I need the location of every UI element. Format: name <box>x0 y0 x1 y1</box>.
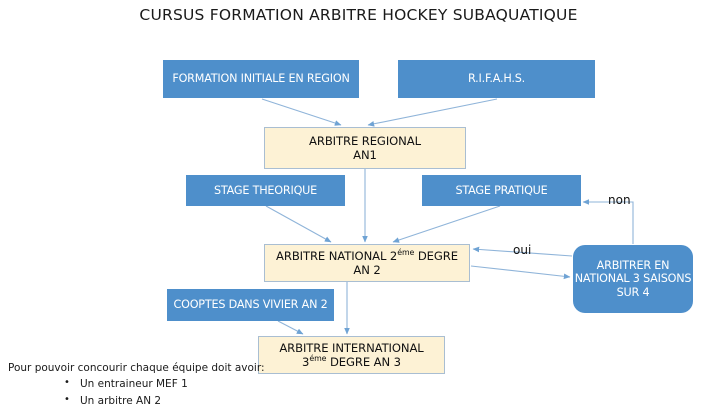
edge-label-oui: oui <box>513 243 532 257</box>
page-title: CURSUS FORMATION ARBITRE HOCKEY SUBAQUAT… <box>139 6 578 24</box>
node-arbitre-international-line2-b: DEGRE AN 3 <box>326 355 401 369</box>
edge-saisons-to-pratique-non <box>582 199 634 244</box>
node-cooptes-vivier[interactable]: COOPTES DANS VIVIER AN 2 <box>167 289 334 321</box>
node-formation-initiale[interactable]: FORMATION INITIALE EN REGION <box>163 60 359 98</box>
node-arbitrer-line2: NATIONAL 3 SAISONS <box>574 272 692 286</box>
node-arbitre-international-superscript: éme <box>309 354 327 364</box>
node-arbitre-international-line2: 3éme DEGRE AN 3 <box>302 355 401 369</box>
node-formation-initiale-label: FORMATION INITIALE EN REGION <box>172 72 350 86</box>
edge-pratique-to-national <box>392 205 501 243</box>
node-arbitre-international[interactable]: ARBITRE INTERNATIONAL 3éme DEGRE AN 3 <box>258 336 445 374</box>
node-arbitre-national-superscript: éme <box>397 248 415 257</box>
node-arbitrer-national-3-saisons[interactable]: ARBITRER EN NATIONAL 3 SAISONS SUR 4 <box>573 245 693 313</box>
edge-national-to-saisons-oui <box>470 265 571 280</box>
node-arbitre-regional[interactable]: ARBITRE REGIONAL AN1 <box>264 127 466 169</box>
footnote-block: Pour pouvoir concourir chaque équipe doi… <box>8 362 308 411</box>
node-arbitre-national-line2: AN 2 <box>353 263 381 277</box>
node-arbitre-national-line1-a: ARBITRE NATIONAL 2 <box>276 248 398 263</box>
edge-theorique-to-national <box>265 205 332 243</box>
edge-formation-to-regional <box>261 98 342 126</box>
node-arbitrer-line1: ARBITRER EN <box>596 258 670 272</box>
footnote-list: Un entraineur MEF 1 Un arbitre AN 2 <box>8 375 308 411</box>
footnote-item: Un entraineur MEF 1 <box>8 375 308 393</box>
node-rifahs[interactable]: R.I.F.A.H.S. <box>398 60 595 98</box>
node-arbitre-international-line2-a: 3 <box>302 355 310 369</box>
footnote-intro: Pour pouvoir concourir chaque équipe doi… <box>8 362 265 374</box>
footnote-item: Un arbitre AN 2 <box>8 392 308 410</box>
node-rifahs-label: R.I.F.A.H.S. <box>467 72 526 86</box>
node-stage-pratique-label: STAGE PRATIQUE <box>455 183 548 197</box>
node-arbitre-national[interactable]: ARBITRE NATIONAL 2éme DEGRE AN 2 <box>264 244 470 282</box>
node-stage-theorique[interactable]: STAGE THEORIQUE <box>186 175 345 206</box>
edge-label-non: non <box>608 193 631 207</box>
node-stage-theorique-label: STAGE THEORIQUE <box>213 183 318 197</box>
node-arbitre-national-line1: ARBITRE NATIONAL 2éme DEGRE <box>276 249 458 263</box>
node-stage-pratique[interactable]: STAGE PRATIQUE <box>422 175 581 206</box>
node-arbitre-national-line1-b: DEGRE <box>414 248 458 263</box>
node-arbitre-regional-line2: AN1 <box>353 148 377 162</box>
node-arbitrer-line3: SUR 4 <box>616 285 650 299</box>
node-arbitre-international-line1: ARBITRE INTERNATIONAL <box>279 340 424 355</box>
edge-cooptes-to-international <box>277 320 304 335</box>
edge-rifahs-to-regional <box>367 98 498 127</box>
node-cooptes-vivier-label: COOPTES DANS VIVIER AN 2 <box>173 298 328 312</box>
node-arbitre-regional-line1: ARBITRE REGIONAL <box>309 133 421 148</box>
